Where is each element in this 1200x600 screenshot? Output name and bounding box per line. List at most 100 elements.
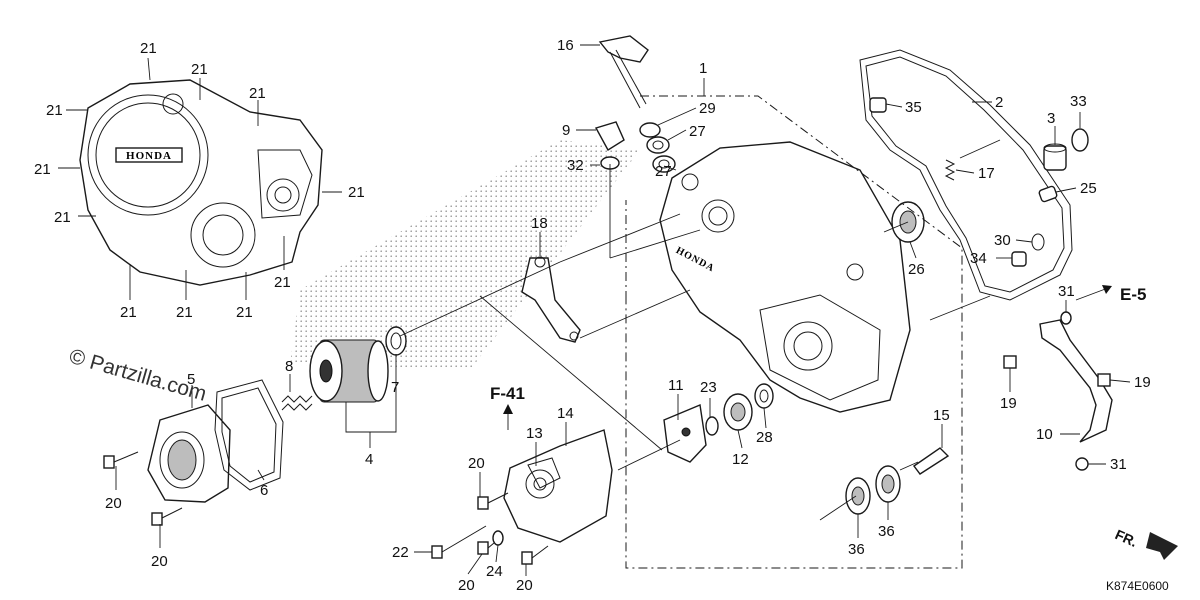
callout-33: 33 bbox=[1070, 93, 1087, 110]
callout-26: 26 bbox=[908, 261, 925, 278]
callout-17: 17 bbox=[978, 165, 995, 182]
arrow-e5 bbox=[1102, 285, 1112, 294]
impeller-11 bbox=[663, 404, 707, 463]
callout-16: 16 bbox=[557, 37, 574, 54]
sensor-16 bbox=[598, 35, 649, 109]
dowel-pin-25 bbox=[1038, 185, 1058, 203]
exploded-view-shading bbox=[290, 140, 640, 370]
callout-31: 31 bbox=[1058, 283, 1075, 300]
spring-8 bbox=[281, 395, 313, 411]
o-ring-31-lower bbox=[1075, 457, 1089, 471]
bolt-20-pump-bottom-b bbox=[521, 545, 549, 565]
oil-filter-cover-5 bbox=[147, 404, 231, 503]
leader-lines bbox=[58, 44, 1131, 576]
callout-20: 20 bbox=[468, 455, 485, 472]
bolt-20-left-upper bbox=[103, 451, 139, 469]
bearing-28 bbox=[754, 383, 774, 409]
callout-30: 30 bbox=[994, 232, 1011, 249]
callout-28: 28 bbox=[756, 429, 773, 446]
washer-24 bbox=[492, 530, 504, 546]
callout-34: 34 bbox=[970, 250, 987, 267]
callout-3: 3 bbox=[1047, 110, 1055, 127]
callout-7: 7 bbox=[391, 379, 399, 396]
o-ring-7 bbox=[385, 326, 407, 356]
bracket-18 bbox=[521, 256, 581, 343]
spring-17 bbox=[944, 159, 956, 181]
ref-e5: E-5 bbox=[1120, 285, 1146, 304]
oil-filler-cap-9 bbox=[594, 121, 625, 151]
bolt-19-right bbox=[1097, 373, 1111, 387]
water-pump-cover-14 bbox=[503, 429, 613, 543]
callout-27: 27 bbox=[689, 123, 706, 140]
callout-24: 24 bbox=[486, 563, 503, 580]
callout-5: 5 bbox=[187, 371, 195, 388]
callout-21: 21 bbox=[140, 40, 157, 57]
callout-29: 29 bbox=[699, 100, 716, 117]
bolt-20-left-lower bbox=[151, 507, 183, 526]
callout-20: 20 bbox=[458, 577, 475, 594]
washer-33 bbox=[1071, 128, 1089, 152]
callout-1: 1 bbox=[699, 60, 707, 77]
seal-12 bbox=[723, 393, 753, 431]
callout-20: 20 bbox=[151, 553, 168, 570]
callout-21: 21 bbox=[274, 274, 291, 291]
dowel-pin-35 bbox=[869, 97, 887, 113]
callout-21: 21 bbox=[348, 184, 365, 201]
bearing-36-left bbox=[845, 477, 871, 515]
callout-15: 15 bbox=[933, 407, 950, 424]
callout-20: 20 bbox=[516, 577, 533, 594]
arrow-f41 bbox=[503, 404, 513, 414]
shaft-15 bbox=[913, 447, 950, 475]
seal-29 bbox=[639, 122, 661, 138]
pin-34 bbox=[1011, 251, 1027, 267]
washer-23 bbox=[705, 416, 719, 436]
callout-4: 4 bbox=[365, 451, 373, 468]
callout-21: 21 bbox=[34, 161, 51, 178]
callout-19: 19 bbox=[1134, 374, 1151, 391]
cover-gasket-2 bbox=[859, 49, 1073, 301]
pipe-13 bbox=[527, 457, 561, 489]
callout-12: 12 bbox=[732, 451, 749, 468]
callout-36: 36 bbox=[878, 523, 895, 540]
callout-31: 31 bbox=[1110, 456, 1127, 473]
callout-36: 36 bbox=[848, 541, 865, 558]
bearing-36-right bbox=[875, 465, 901, 503]
bolt-19-left bbox=[1003, 355, 1017, 369]
callout-2: 2 bbox=[995, 94, 1003, 111]
brand-mark: HONDA bbox=[126, 150, 172, 162]
bearing-27-upper bbox=[646, 136, 670, 154]
callout-32: 32 bbox=[567, 157, 584, 174]
callout-20: 20 bbox=[105, 495, 122, 512]
callout-8: 8 bbox=[285, 358, 293, 375]
callout-21: 21 bbox=[191, 61, 208, 78]
bolt-20-pump-left bbox=[477, 492, 509, 510]
front-indicator: FR. bbox=[1113, 526, 1140, 550]
callout-21: 21 bbox=[236, 304, 253, 321]
oil-filter-4 bbox=[309, 339, 389, 403]
callout-21: 21 bbox=[176, 304, 193, 321]
assembly-outline bbox=[625, 95, 963, 569]
front-arrow bbox=[1146, 532, 1178, 560]
o-ring-31-upper bbox=[1060, 311, 1072, 325]
callout-6: 6 bbox=[260, 482, 268, 499]
left-engine-cover: HONDA bbox=[79, 79, 323, 286]
ref-f41: F-41 bbox=[490, 384, 525, 403]
callout-11: 11 bbox=[668, 377, 684, 394]
callout-27: 27 bbox=[655, 163, 672, 180]
o-ring-30 bbox=[1031, 233, 1045, 251]
callout-21: 21 bbox=[120, 304, 137, 321]
callout-35: 35 bbox=[905, 99, 922, 116]
callout-18: 18 bbox=[531, 215, 548, 232]
callout-21: 21 bbox=[249, 85, 266, 102]
callout-13: 13 bbox=[526, 425, 543, 442]
callout-22: 22 bbox=[392, 544, 409, 561]
callout-10: 10 bbox=[1036, 426, 1053, 443]
callout-23: 23 bbox=[700, 379, 717, 396]
collar-3 bbox=[1043, 143, 1067, 171]
callout-21: 21 bbox=[46, 102, 63, 119]
callout-25: 25 bbox=[1080, 180, 1097, 197]
right-crankcase-cover-1: HONDA bbox=[659, 141, 911, 413]
callout-19: 19 bbox=[1000, 395, 1017, 412]
